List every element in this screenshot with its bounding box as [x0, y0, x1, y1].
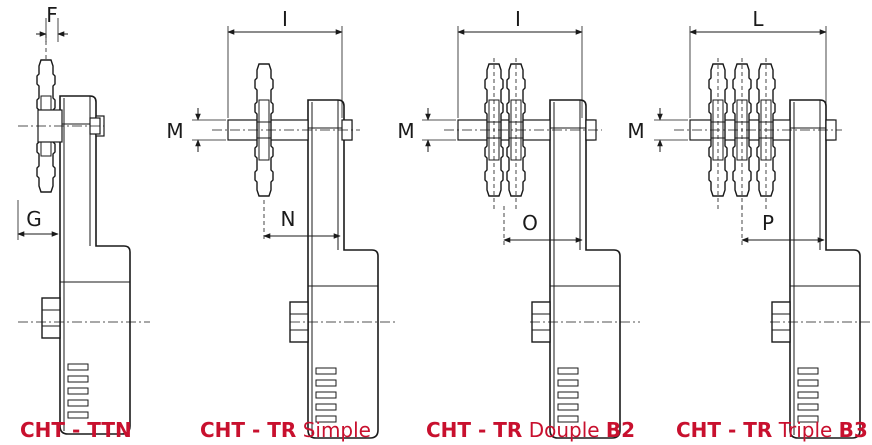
dim-label-m-b2: M — [397, 119, 414, 143]
caption-bold: CHT - TTN — [20, 418, 132, 442]
dim-label-m: M — [166, 119, 183, 143]
dim-label-i: I — [282, 7, 288, 31]
caption-bold: CHT - TR — [200, 418, 297, 442]
dim-label-m-b3: M — [627, 119, 644, 143]
caption-cht-tr-double: CHT - TR Douple B2 — [426, 419, 635, 441]
figure-cht-tr-simple: I M N — [166, 7, 398, 439]
dim-label-i-b2: I — [515, 7, 521, 31]
caption-variant: Douple — [528, 418, 600, 442]
caption-code: B2 — [605, 418, 636, 442]
caption-bold: CHT - TR — [426, 418, 523, 442]
dim-label-f: F — [46, 3, 58, 27]
dim-label-l: L — [752, 7, 764, 31]
dim-label-o: O — [522, 211, 538, 235]
caption-code: B3 — [838, 418, 868, 442]
dim-label-p: P — [762, 211, 774, 235]
caption-cht-ttn: CHT - TTN — [20, 419, 132, 441]
caption-cht-tr-simple: CHT - TR Simple — [200, 419, 371, 441]
figure-cht-ttn: F G — [17, 3, 150, 435]
dim-label-n: N — [281, 207, 296, 231]
figure-cht-tr-triple-b3: L M P — [627, 7, 872, 439]
caption-bold: CHT - TR — [676, 418, 773, 442]
dim-label-g: G — [26, 207, 42, 231]
caption-cht-tr-triple: CHT - TR Triple B3 — [676, 419, 868, 441]
caption-variant: Simple — [302, 418, 371, 442]
figure-cht-tr-double-b2: I M O — [397, 7, 640, 439]
caption-variant: Triple — [778, 418, 833, 442]
